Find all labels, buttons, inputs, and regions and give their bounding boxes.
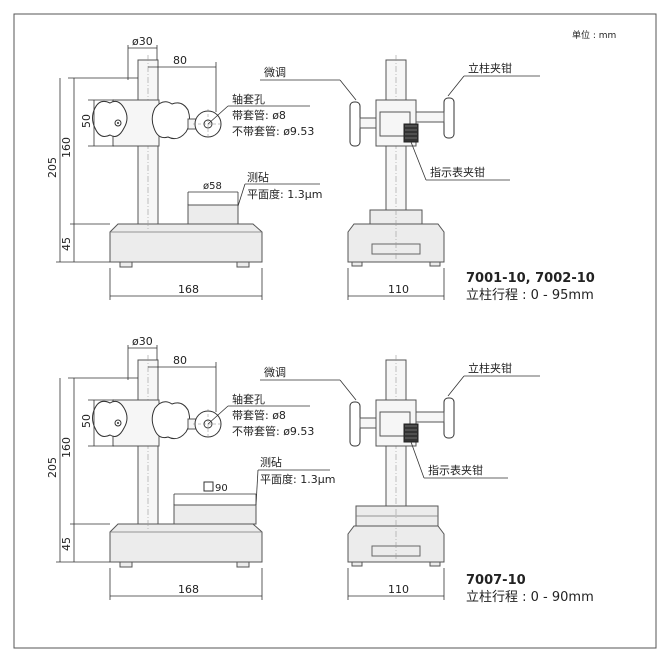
top-dim-d80: 80 <box>173 54 187 67</box>
top-label-indicator-clamp: 指示表夹钳 <box>430 165 485 179</box>
top-dim-d45: 45 <box>60 237 73 251</box>
bottom-left-knob <box>92 400 128 437</box>
outer-border <box>13 13 657 649</box>
bottom-fine-adjust-knob <box>349 401 361 447</box>
top-dim-d30: ø30 <box>132 35 153 48</box>
top-foot-right <box>236 261 250 268</box>
top-dim-d110: 110 <box>388 283 409 296</box>
bottom-dim-d168: 168 <box>178 583 199 596</box>
bottom-label-without-sleeve: 不带套管: ø9.53 <box>232 424 314 438</box>
bottom-dim-d50: 50 <box>80 414 93 428</box>
bottom-anvil <box>173 504 257 525</box>
top-left-knob <box>92 100 128 137</box>
top-dim-d50: 50 <box>80 114 93 128</box>
bottom-dim-d110: 110 <box>388 583 409 596</box>
bottom-dim-d90: 90 <box>215 483 228 494</box>
top-label-flatness: 平面度: 1.3μm <box>247 187 322 201</box>
top-label-spindle-hole: 轴套孔 <box>232 92 265 106</box>
bottom-label-with-sleeve: 带套管: ø8 <box>232 408 286 422</box>
top-right-knob <box>151 101 191 140</box>
top-anvil <box>187 204 239 225</box>
top-label-with-sleeve: 带套管: ø8 <box>232 108 286 122</box>
top-label-fine-adjust: 微调 <box>264 65 286 79</box>
bottom-section: ø30 80 50 160 205 45 168 轴套孔 带套管: <box>46 335 594 605</box>
bottom-base <box>109 523 263 563</box>
top-dim-d168: 168 <box>178 283 199 296</box>
top-fine-adjust-knob <box>349 101 361 147</box>
bottom-label-flatness: 平面度: 1.3μm <box>260 472 335 486</box>
bottom-label-column-clamp: 立柱夹钳 <box>468 361 512 375</box>
top-indicator-clamp <box>403 123 419 143</box>
top-model: 7001-10, 7002-10 <box>466 271 595 286</box>
bottom-dim-d160: 160 <box>60 437 73 458</box>
top-label-column-clamp: 立柱夹钳 <box>468 61 512 75</box>
bottom-indicator-clamp <box>403 423 419 443</box>
top-foot-left <box>119 261 133 268</box>
top-section: ø30 80 50 160 205 45 168 轴套孔 <box>46 35 595 303</box>
bottom-dim-d30: ø30 <box>132 335 153 348</box>
top-side-view: ø30 80 50 160 205 45 168 轴套孔 <box>46 35 322 300</box>
top-column-clamp-knob <box>443 97 455 139</box>
top-dim-d205: 205 <box>46 157 59 178</box>
bottom-side-view: ø30 80 50 160 205 45 168 轴套孔 带套管: <box>46 335 335 600</box>
top-front-view: 110 微调 立柱夹钳 指示表夹钳 7001-10, 7002-10 立柱行程 … <box>260 55 595 303</box>
top-label-without-sleeve: 不带套管: ø9.53 <box>232 124 314 138</box>
bottom-dim-d45: 45 <box>60 537 73 551</box>
bottom-label-indicator-clamp: 指示表夹钳 <box>428 463 483 477</box>
top-stroke: 立柱行程 : 0 - 95mm <box>466 288 594 303</box>
bottom-dim-d80: 80 <box>173 354 187 367</box>
bottom-stroke: 立柱行程 : 0 - 90mm <box>466 590 594 605</box>
top-dim-d58: ø58 <box>203 181 222 192</box>
top-dim-d160: 160 <box>60 137 73 158</box>
bottom-dim-d205: 205 <box>46 457 59 478</box>
unit-label: 单位 : mm <box>572 29 616 41</box>
bottom-model: 7007-10 <box>466 573 526 588</box>
bottom-front-view: 110 微调 立柱夹钳 指示表夹钳 7007-10 立柱行程 : 0 - 90m… <box>260 355 594 605</box>
bottom-label-anvil: 测砧 <box>260 455 282 469</box>
square-icon <box>203 481 214 492</box>
bottom-column-clamp-knob <box>443 397 455 439</box>
bottom-label-spindle-hole: 轴套孔 <box>232 392 265 406</box>
top-base <box>109 223 263 263</box>
bottom-right-knob <box>151 401 191 440</box>
top-label-anvil: 测砧 <box>247 170 269 184</box>
bottom-label-fine-adjust: 微调 <box>264 365 286 379</box>
